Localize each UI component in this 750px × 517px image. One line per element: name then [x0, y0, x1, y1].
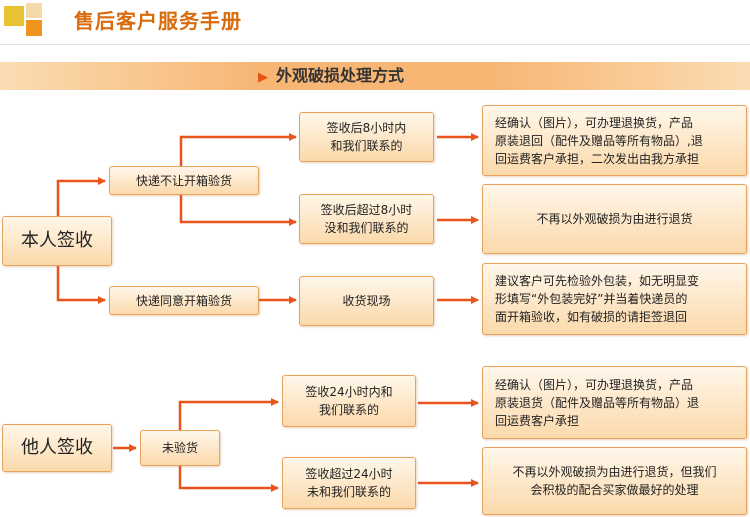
- node-other-sign: 他人签收: [2, 424, 112, 472]
- result-over-24h-text: 不再以外观破损为由进行退货，但我们 会积极的配合买家做最好的处理: [512, 465, 717, 497]
- node-allow-unbox: 快递同意开箱验货: [109, 286, 259, 315]
- logo-square-yellow: [4, 6, 24, 26]
- result-within-24h-text: 经确认（图片），可办理退换货，产品 原装退货（配件及赠品等所有物品）退 回运费客…: [495, 377, 700, 428]
- arrow-self-to-no-unbox: [56, 177, 106, 217]
- result-within-8h: 经确认（图片），可办理退换货，产品 原装退回（配件及赠品等所有物品）,退 回运费…: [482, 105, 747, 176]
- node-not-inspected: 未验货: [140, 430, 220, 466]
- node-no-unbox: 快递不让开箱验货: [109, 166, 259, 195]
- arrow-self-to-allow-unbox: [56, 265, 106, 304]
- result-over-8h: 不再以外观破损为由进行退货: [482, 184, 747, 254]
- node-over-24h-text: 签收超过24小时 未和我们联系的: [305, 467, 393, 499]
- header-divider: [0, 44, 750, 45]
- play-triangle-icon: ▶: [258, 70, 268, 85]
- node-within-8h: 签收后8小时内 和我们联系的: [299, 112, 434, 162]
- node-over-8h: 签收后超过8小时 没和我们联系的: [299, 194, 434, 244]
- node-over-24h: 签收超过24小时 未和我们联系的: [282, 457, 416, 509]
- node-within-24h-text: 签收24小时内和 我们联系的: [305, 385, 393, 417]
- result-on-site: 建议客户可先检验外包装，如无明显变 形填写“外包装完好”并当着快递员的 面开箱验…: [482, 263, 747, 335]
- arrow-no-unbox-to-within-8h: [179, 133, 297, 166]
- section-heading: ▶ 外观破损处理方式: [258, 62, 404, 90]
- arrow-no-unbox-to-over-8h: [179, 195, 297, 226]
- logo-square-light: [26, 3, 42, 18]
- node-over-8h-text: 签收后超过8小时 没和我们联系的: [320, 203, 413, 235]
- section-bar: [0, 62, 750, 90]
- arrow-not-inspected-to-within-24h: [178, 398, 279, 430]
- result-over-24h: 不再以外观破损为由进行退货，但我们 会积极的配合买家做最好的处理: [482, 447, 747, 515]
- arrow-not-inspected-to-over-24h: [178, 466, 279, 492]
- node-self-sign: 本人签收: [2, 216, 112, 266]
- node-within-24h: 签收24小时内和 我们联系的: [282, 375, 416, 427]
- logo-square-orange: [26, 20, 42, 36]
- node-within-8h-text: 签收后8小时内 和我们联系的: [326, 121, 407, 153]
- node-on-site: 收货现场: [299, 276, 434, 326]
- section-title: 外观破损处理方式: [276, 66, 405, 85]
- page-title: 售后客户服务手册: [74, 9, 242, 33]
- result-on-site-text: 建议客户可先检验外包装，如无明显变 形填写“外包装完好”并当着快递员的 面开箱验…: [495, 274, 700, 324]
- result-within-24h: 经确认（图片），可办理退换货，产品 原装退货（配件及赠品等所有物品）退 回运费客…: [482, 366, 747, 439]
- result-within-8h-text: 经确认（图片），可办理退换货，产品 原装退回（配件及赠品等所有物品）,退 回运费…: [495, 115, 703, 166]
